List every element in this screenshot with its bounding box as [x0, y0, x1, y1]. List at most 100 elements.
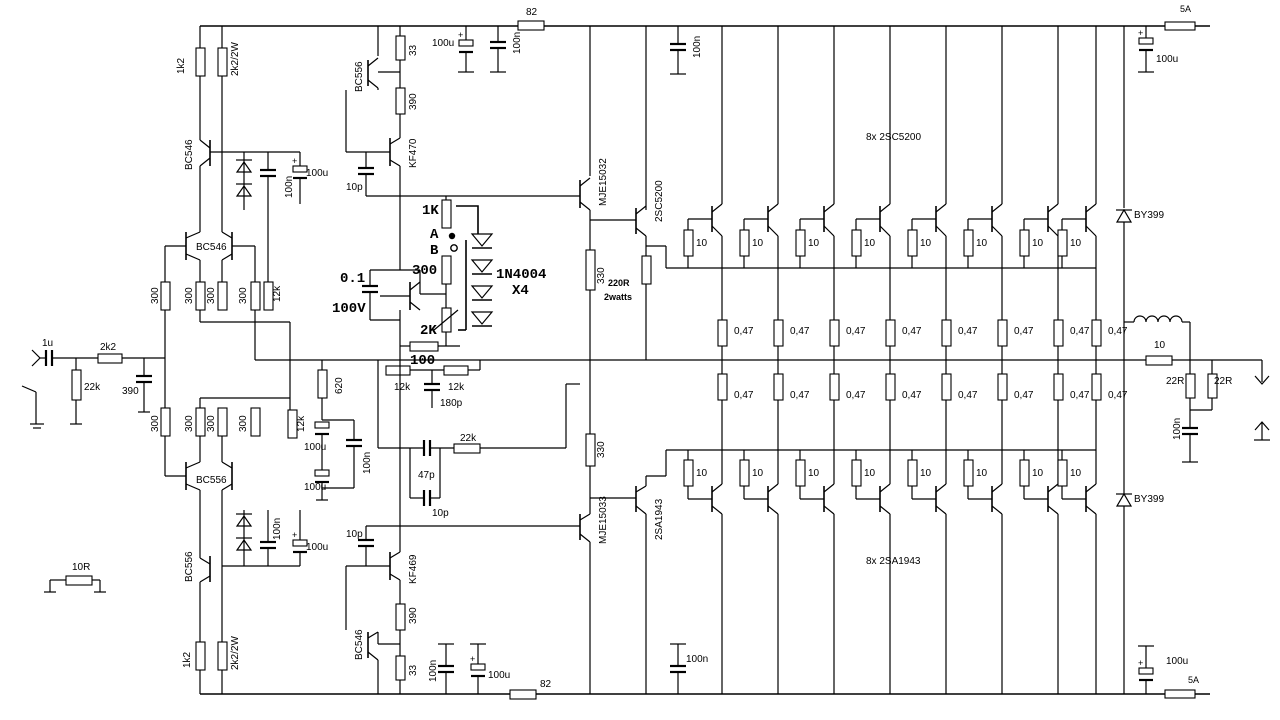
svg-text:100n: 100n: [512, 32, 523, 54]
svg-text:10: 10: [1070, 238, 1082, 249]
svg-text:+: +: [470, 654, 475, 664]
svg-text:0,47: 0,47: [1014, 390, 1034, 401]
q-bc546-top-left: 1k2 BC546: [176, 26, 211, 232]
q-bc556-vas-top: BC556: [354, 26, 379, 92]
svg-text:BC546: BC546: [196, 242, 227, 253]
svg-text:100n: 100n: [1172, 418, 1183, 440]
svg-text:2k2: 2k2: [100, 342, 117, 353]
svg-text:+: +: [458, 30, 463, 40]
svg-text:620: 620: [334, 377, 345, 394]
svg-text:0,47: 0,47: [1108, 326, 1128, 337]
svg-text:5A: 5A: [1188, 675, 1199, 685]
svg-text:0.1: 0.1: [340, 271, 365, 287]
svg-text:100n: 100n: [272, 518, 283, 540]
cap-10p-bottom: 10p: [346, 346, 580, 566]
input-cap-1u: 1u: [42, 338, 98, 366]
svg-text:100u: 100u: [1156, 54, 1178, 65]
svg-text:10p: 10p: [346, 182, 363, 193]
svg-text:10: 10: [920, 468, 932, 479]
svg-text:300: 300: [184, 415, 195, 432]
svg-text:82: 82: [526, 7, 538, 18]
svg-text:100u: 100u: [306, 542, 328, 553]
svg-text:1N4004: 1N4004: [496, 267, 546, 283]
svg-text:X4: X4: [512, 283, 529, 299]
bias-resistor-1k: 1K: [422, 196, 452, 229]
bias-points-ab: A B: [430, 227, 458, 259]
svg-text:5A: 5A: [1180, 4, 1191, 14]
svg-text:+: +: [292, 530, 297, 540]
svg-text:300: 300: [150, 415, 161, 432]
resistor-2k2-2w-top: 2k2/2W: [210, 26, 300, 153]
svg-text:10: 10: [864, 468, 876, 479]
diode-by399-bottom: BY399: [1115, 360, 1164, 694]
svg-text:0,47: 0,47: [734, 326, 754, 337]
svg-text:330: 330: [596, 267, 607, 284]
fuse-positive: 5A: [1164, 4, 1196, 31]
feedback-caps: 100u 100u 100n: [304, 419, 373, 501]
svg-text:300: 300: [238, 287, 249, 304]
svg-text:300: 300: [206, 415, 217, 432]
bias-trimmer-2k: 2K: [420, 307, 459, 346]
resistor-33-bottom: 33: [395, 655, 419, 694]
svg-text:2SC5200: 2SC5200: [654, 180, 665, 222]
svg-text:0,47: 0,47: [790, 390, 810, 401]
svg-text:330: 330: [596, 441, 607, 458]
fuse-negative: 5A: [1164, 675, 1199, 699]
svg-text:BC546: BC546: [184, 139, 195, 170]
bias-cap-01: 0.1 100V: [332, 269, 400, 321]
svg-text:300: 300: [238, 415, 249, 432]
svg-text:2watts: 2watts: [604, 292, 632, 302]
driver-emitter-bus: [646, 245, 1096, 451]
svg-text:22R: 22R: [1166, 376, 1184, 387]
svg-text:+: +: [1138, 658, 1143, 668]
svg-text:10: 10: [976, 238, 988, 249]
svg-text:180p: 180p: [440, 398, 463, 409]
svg-text:0,47: 0,47: [902, 326, 922, 337]
svg-text:100u: 100u: [306, 168, 328, 179]
svg-text:10: 10: [920, 238, 932, 249]
svg-text:10p: 10p: [432, 508, 449, 519]
emitter-resistors-bottom: 300 300 300 300 12k: [150, 322, 307, 476]
q-bc556-diff-pair: BC556: [165, 436, 233, 566]
svg-text:0,47: 0,47: [734, 390, 754, 401]
svg-text:47p: 47p: [418, 470, 435, 481]
svg-text:BC556: BC556: [354, 61, 365, 92]
svg-text:0,47: 0,47: [1014, 326, 1034, 337]
rail-resistor-82-top: 82: [517, 7, 545, 31]
q-bc546-vas-bottom: BC546: [354, 629, 400, 694]
q-mje15033: MJE15033: [579, 496, 609, 694]
cap-100n-bottom: 100n: [260, 510, 283, 566]
svg-text:100u: 100u: [304, 482, 326, 493]
diode-by399-top: BY399: [1115, 26, 1164, 360]
svg-text:2k2/2W: 2k2/2W: [230, 42, 241, 76]
resistor-330-top: 330: [585, 249, 607, 434]
diode-pair-top: [235, 152, 253, 210]
svg-text:BC556: BC556: [184, 551, 195, 582]
input-resistor-22k: 22k: [70, 358, 101, 425]
svg-text:10: 10: [696, 468, 708, 479]
svg-text:0,47: 0,47: [846, 326, 866, 337]
svg-text:10: 10: [864, 238, 876, 249]
svg-text:1K: 1K: [422, 203, 439, 219]
svg-text:12k: 12k: [272, 285, 283, 302]
svg-text:2K: 2K: [420, 323, 437, 339]
svg-text:KF469: KF469: [408, 554, 419, 584]
svg-text:100u: 100u: [488, 670, 510, 681]
svg-text:22k: 22k: [460, 433, 477, 444]
svg-text:10: 10: [808, 468, 820, 479]
svg-text:0,47: 0,47: [958, 326, 978, 337]
resistor-620: 620: [317, 360, 345, 420]
svg-text:BC546: BC546: [354, 629, 365, 660]
svg-text:10: 10: [1032, 468, 1044, 479]
svg-text:0,47: 0,47: [1108, 390, 1128, 401]
svg-text:100u: 100u: [1166, 656, 1188, 667]
bias-resistor-300: 300: [412, 255, 452, 308]
svg-text:10: 10: [1032, 238, 1044, 249]
rail-caps-bottom-vas: 100n + 100u: [428, 643, 510, 694]
q-2sc5200-driver: 2SC5200: [590, 26, 665, 256]
